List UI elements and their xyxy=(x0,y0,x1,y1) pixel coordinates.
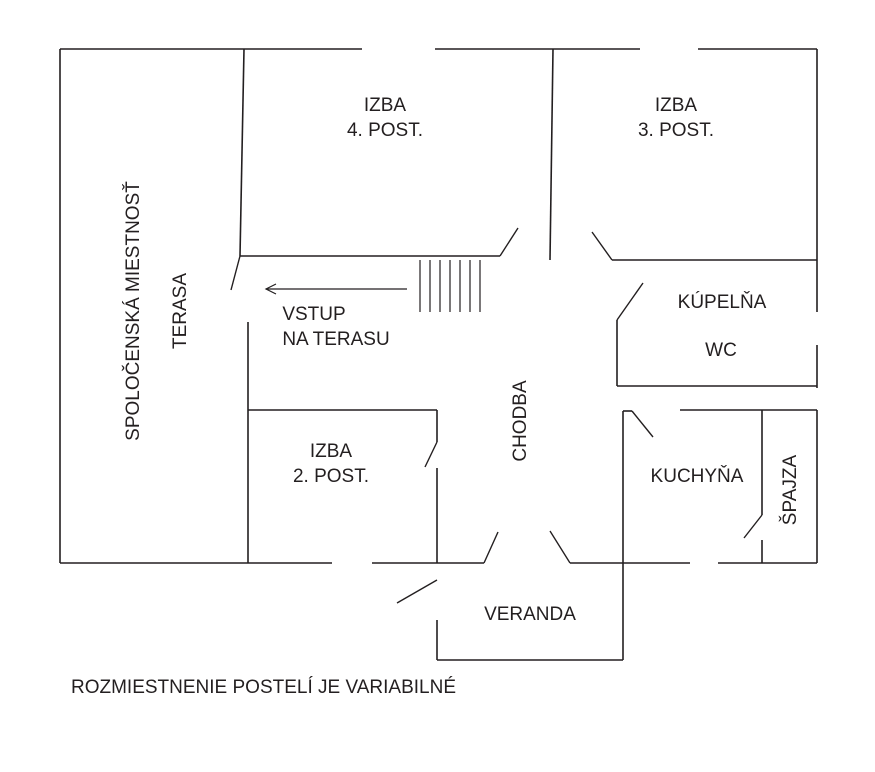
izba4-label-line1: IZBA xyxy=(364,95,407,116)
izba3-label-line1: IZBA xyxy=(655,95,698,116)
wall-terasa-upper xyxy=(239,48,245,257)
door-terasa xyxy=(230,255,241,291)
door-izba3 xyxy=(591,231,613,261)
izba4-label-line2: 4. POST. xyxy=(347,120,423,141)
stairs xyxy=(419,260,481,312)
door-spajza xyxy=(743,514,763,539)
spolocenska-label: SPOLOČENSKÁ MIESTNOSŤ xyxy=(122,181,144,441)
spajza-label: ŠPAJZA xyxy=(779,454,801,525)
walls xyxy=(59,48,818,661)
plan-note: ROZMIESTNENIE POSTELÍ JE VARIABILNÉ xyxy=(71,677,456,698)
wall-izba4-izba3 xyxy=(549,48,554,261)
veranda-label: VERANDA xyxy=(484,604,576,625)
vstup-label-line2: NA TERASU xyxy=(282,329,389,350)
door-chodba-right xyxy=(549,530,571,564)
door-chodba-left xyxy=(483,531,499,564)
door-izba4 xyxy=(499,227,519,257)
door-kupelna xyxy=(616,282,644,321)
vstup-label-line1: VSTUP xyxy=(282,304,345,325)
chodba-label: CHODBA xyxy=(510,380,531,462)
entry-arrow-icon xyxy=(264,283,407,295)
wc-label: WC xyxy=(705,340,737,361)
terasa-label: TERASA xyxy=(170,273,191,349)
izba2-label-line1: IZBA xyxy=(310,441,353,462)
izba3-label-line2: 3. POST. xyxy=(638,120,714,141)
room-labels: IZBA 4. POST. IZBA 3. POST. SPOLOČENSKÁ … xyxy=(122,95,801,625)
arrow-head xyxy=(264,283,277,295)
izba2-label-line2: 2. POST. xyxy=(293,466,369,487)
door-izba2 xyxy=(424,441,438,468)
door-veranda-izba2 xyxy=(396,579,438,604)
door-kuchyna xyxy=(631,410,654,438)
kuchyna-label: KUCHYŇA xyxy=(651,465,744,487)
kupelna-label: KÚPELŇA xyxy=(678,291,767,313)
doors xyxy=(230,227,763,604)
